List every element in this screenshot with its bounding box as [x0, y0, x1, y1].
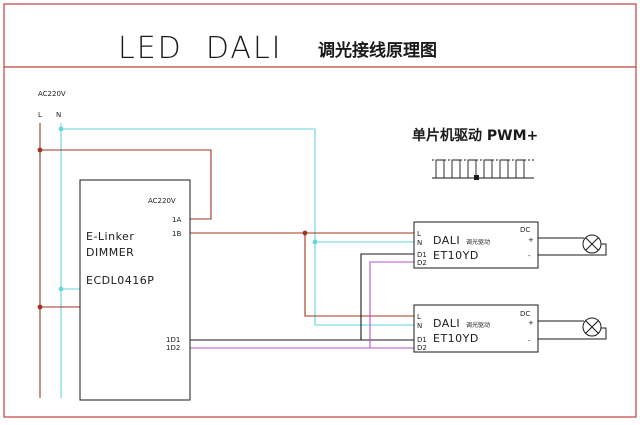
dimmer-model: ECDL0416P	[86, 274, 154, 287]
dimmer-pin-1b: 1B	[172, 230, 181, 238]
dimmer-supply-label: AC220V	[148, 197, 176, 205]
driver-dc-label: DC	[520, 226, 530, 234]
dimmer-pin-1d2: 1D2	[166, 344, 180, 352]
driver-pin-n: N	[417, 239, 422, 247]
junction-dot	[312, 239, 318, 245]
title-latin: LED DALI	[118, 31, 283, 66]
waveform-pulses	[435, 159, 525, 179]
dimmer-line1: E-Linker	[86, 230, 134, 243]
supply-voltage-label: AC220V	[38, 90, 66, 98]
dimmer-pin-1a: 1A	[172, 216, 181, 224]
supply-l-label: L	[38, 111, 42, 119]
supply-n-label: N	[56, 111, 61, 119]
driver-model: ET10YD	[433, 332, 479, 345]
dimmer-line2: DIMMER	[86, 246, 134, 259]
driver-pin-d1: D1	[417, 251, 427, 259]
outer-frame	[3, 3, 637, 418]
waveform-marker	[474, 175, 479, 180]
dali-d2-wire	[190, 261, 414, 349]
pwm-note: 单片机驱动 PWM+	[412, 127, 538, 144]
driver-dc-label: DC	[520, 310, 530, 318]
driver-box	[413, 304, 539, 353]
driver-brand: DALI	[433, 317, 460, 330]
driver-pin-n: N	[417, 322, 422, 330]
driver-brand: DALI	[433, 234, 460, 247]
driver-box	[413, 221, 539, 269]
junction-dot	[37, 304, 43, 310]
junction-dot	[37, 147, 43, 153]
driver-minus: -	[528, 337, 531, 345]
junction-dot	[58, 286, 64, 292]
1b-to-driver2-l-wire	[304, 233, 414, 317]
lamp-icon	[582, 317, 602, 337]
dimmer-pin-1d1: 1D1	[166, 336, 180, 344]
lamp-icon	[582, 234, 602, 254]
junction-dot	[58, 126, 64, 132]
driver-plus: +	[528, 319, 534, 327]
junction-dot	[302, 230, 308, 236]
driver-pin-d2: D2	[417, 259, 427, 267]
dali-d1-wire	[190, 253, 414, 341]
lamp-minus-wire	[538, 243, 607, 256]
driver-pin-d1: D1	[417, 336, 427, 344]
driver-model: ET10YD	[433, 249, 479, 262]
title-chinese: 调光接线原理图	[318, 40, 437, 61]
driver-brand-suffix: 调光驱动	[466, 321, 490, 329]
driver-pin-l: L	[417, 313, 421, 321]
lamp-minus-wire	[538, 327, 607, 340]
driver-pin-l: L	[417, 230, 421, 238]
dimmer-box	[79, 179, 191, 401]
driver-minus: -	[528, 252, 531, 260]
neutral-top-branch-wire	[61, 128, 414, 326]
live-to-1a-wire	[40, 149, 212, 220]
driver-brand-suffix: 调光驱动	[466, 238, 490, 246]
driver-plus: +	[528, 236, 534, 244]
driver-pin-d2: D2	[417, 344, 427, 352]
pwm-waveform	[432, 159, 534, 179]
